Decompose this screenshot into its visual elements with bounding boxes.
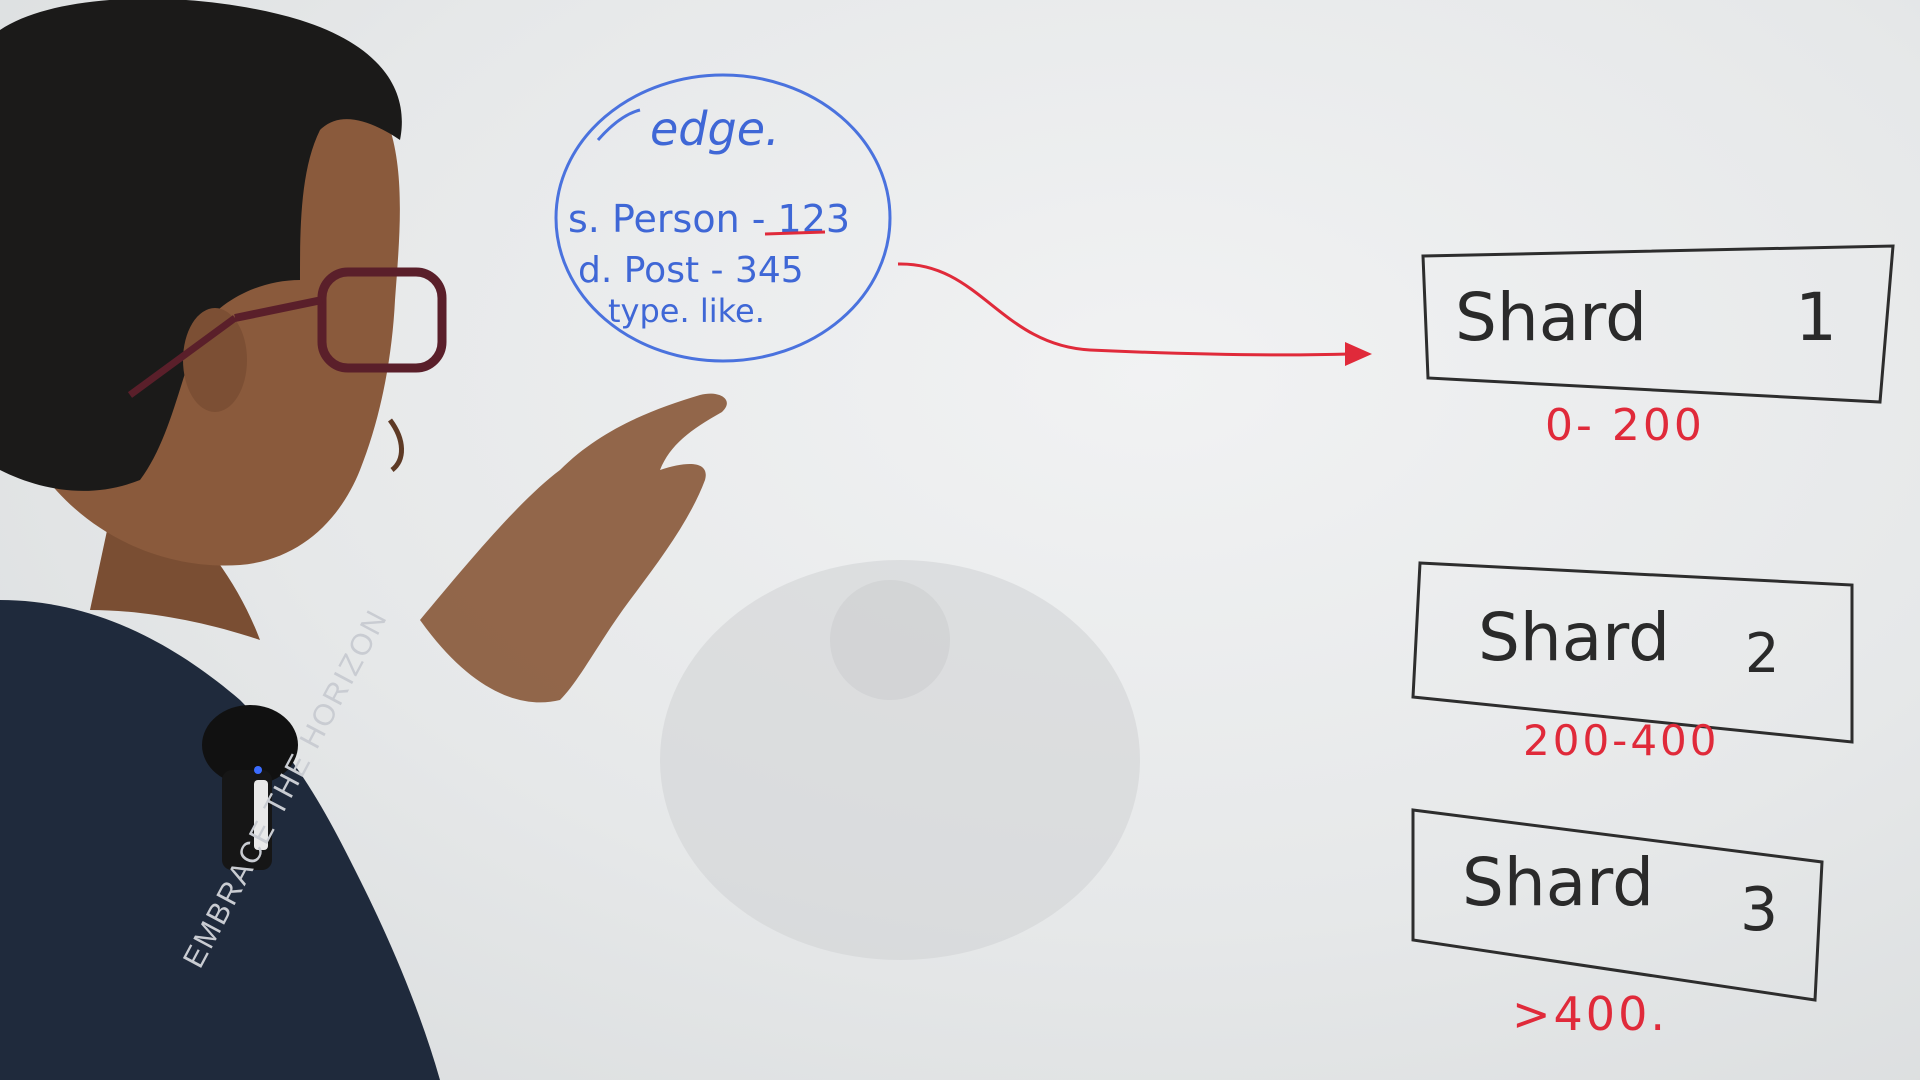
presenter-hand	[420, 393, 727, 703]
shard-2-number: 2	[1745, 622, 1779, 685]
shard-2-range: 200-400	[1523, 716, 1720, 765]
presenter-hair	[0, 0, 402, 491]
shard-3-number: 3	[1740, 875, 1778, 945]
arrow-line	[897, 262, 1351, 357]
bubble-stroke-overlap	[596, 108, 641, 141]
presenter: EMBRACE THE HORIZON	[0, 0, 727, 1080]
shadow-hand	[830, 580, 950, 700]
edge-destination-line: d. Post - 345	[578, 250, 804, 291]
shard-2: Shard 2 200-400	[1411, 561, 1854, 765]
presenter-nose	[387, 418, 404, 472]
shard-1-range: 0- 200	[1545, 400, 1705, 451]
shard-3: Shard 3 >400.	[1411, 808, 1824, 1041]
arrow-head	[1345, 342, 1372, 366]
shard-3-range: >400.	[1512, 987, 1668, 1041]
shadow-on-board	[660, 560, 1140, 960]
glasses-icon	[127, 267, 447, 398]
edge-bubble-outline	[554, 73, 892, 363]
edge-title: edge.	[650, 102, 780, 156]
edge-bubble: edge. s. Person - 123 d. Post - 345 type…	[554, 73, 892, 363]
shard-1-box	[1421, 244, 1895, 404]
shard-3-label: Shard	[1462, 844, 1654, 921]
source-id-underline	[764, 230, 826, 236]
red-arrow	[897, 262, 1372, 366]
shard-2-label: Shard	[1478, 599, 1670, 676]
lapel-microphone-icon	[202, 705, 298, 870]
shard-3-box	[1411, 808, 1824, 1002]
shard-1: Shard 1 0- 200	[1421, 244, 1895, 451]
shard-1-label: Shard	[1455, 279, 1647, 356]
edge-type-line: type. like.	[608, 292, 765, 330]
shard-2-box	[1411, 561, 1854, 744]
shard-1-number: 1	[1795, 279, 1837, 356]
edge-source-line: s. Person - 123	[568, 197, 850, 241]
presenter-shirt	[0, 600, 440, 1080]
presenter-ear	[183, 308, 247, 412]
